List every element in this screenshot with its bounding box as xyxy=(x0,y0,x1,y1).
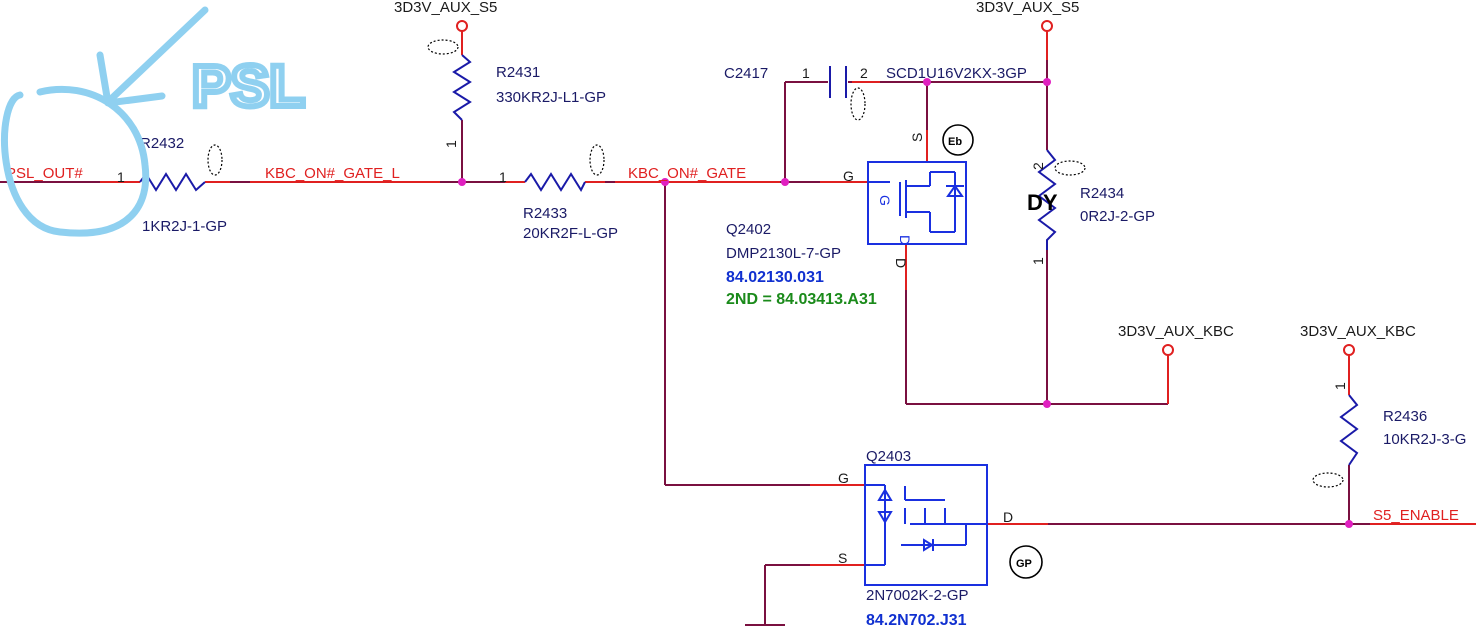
resistor-r2436: 1 R2436 10KR2J-3-G xyxy=(1312,382,1466,488)
q2402-part-number: 84.02130.031 xyxy=(726,269,824,286)
capacitor-c2417: 1 2 C2417 SCD1U16V2KX-3GP xyxy=(724,65,1027,121)
junctions xyxy=(458,78,1353,528)
power-label-aux-s5-right: 3D3V_AUX_S5 xyxy=(976,0,1079,16)
power-label-aux-kbc-1: 3D3V_AUX_KBC xyxy=(1118,323,1234,340)
annotation-psl-text: PSL xyxy=(192,54,305,119)
r2434-variant-dy: DY xyxy=(1027,190,1058,215)
resistor-r2433: 1 R2433 20KR2F-L-GP xyxy=(499,144,618,242)
handwritten-annotation: PSL xyxy=(1,6,308,237)
r2436-ref: R2436 xyxy=(1383,408,1427,425)
net-kbc-on-gate-l: KBC_ON#_GATE_L xyxy=(265,165,400,182)
svg-text:D: D xyxy=(897,235,913,245)
svg-text:1: 1 xyxy=(443,140,459,148)
svg-text:2: 2 xyxy=(860,65,868,81)
power-label-aux-s5-left: 3D3V_AUX_S5 xyxy=(394,0,497,16)
r2433-value: 20KR2F-L-GP xyxy=(523,225,618,242)
resistor-r2434: 2 1 R2434 0R2J-2-GP DY xyxy=(1027,149,1155,265)
mosfet-q2402: G D G S D Q2402 DMP2130L-7-GP 84.02130.0… xyxy=(726,124,974,308)
net-psl-out: PSL_OUT# xyxy=(6,165,83,182)
net-labels: PSL_OUT# KBC_ON#_GATE_L KBC_ON#_GATE S5_… xyxy=(6,165,1459,524)
resistor-r2431: 1 R2431 330KR2J-L1-GP xyxy=(427,39,606,148)
c2417-ref: C2417 xyxy=(724,65,768,82)
net-s5-enable: S5_ENABLE xyxy=(1373,507,1459,524)
svg-text:2: 2 xyxy=(1030,162,1046,170)
r2434-value: 0R2J-2-GP xyxy=(1080,208,1155,225)
r2433-ref: R2433 xyxy=(523,205,567,222)
q2403-pin-s: S xyxy=(838,550,847,566)
r2432-value: 1KR2J-1-GP xyxy=(142,218,227,235)
r2432-ref: R2432 xyxy=(140,135,184,152)
svg-text:1: 1 xyxy=(499,169,507,185)
q2403-pin-g: G xyxy=(838,470,849,486)
q2402-value: DMP2130L-7-GP xyxy=(726,245,841,262)
svg-text:1: 1 xyxy=(1030,257,1046,265)
q2402-pin-d: D xyxy=(893,258,909,268)
net-kbc-on-gate: KBC_ON#_GATE xyxy=(628,165,746,182)
svg-text:1: 1 xyxy=(802,65,810,81)
svg-text:1: 1 xyxy=(1332,382,1348,390)
q2402-ref: Q2402 xyxy=(726,221,771,238)
r2434-ref: R2434 xyxy=(1080,185,1124,202)
stamp-eb: Eb xyxy=(948,136,962,148)
q2402-pin-s: S xyxy=(909,133,925,142)
r2436-value: 10KR2J-3-G xyxy=(1383,431,1466,448)
annotation-circle xyxy=(1,85,150,237)
q2403-part-number: 84.2N702.J31 xyxy=(866,612,967,629)
power-label-aux-kbc-2: 3D3V_AUX_KBC xyxy=(1300,323,1416,340)
q2402-second-source: 2ND = 84.03413.A31 xyxy=(726,291,877,308)
q2403-pin-d: D xyxy=(1003,509,1013,525)
q2403-ref: Q2403 xyxy=(866,448,911,465)
c2417-value: SCD1U16V2KX-3GP xyxy=(886,65,1027,82)
power-symbols: 3D3V_AUX_S5 3D3V_AUX_S5 3D3V_AUX_KBC 3D3… xyxy=(394,0,1416,404)
resistor-r2432: 1 R2432 1KR2J-1-GP xyxy=(117,135,227,235)
q2402-pin-g: G xyxy=(843,168,854,184)
arrow-icon xyxy=(106,6,209,104)
r2431-value: 330KR2J-L1-GP xyxy=(496,89,606,106)
svg-text:1: 1 xyxy=(117,169,125,185)
q2403-value: 2N7002K-2-GP xyxy=(866,587,969,604)
stamp-gp: GP xyxy=(1016,558,1032,570)
svg-text:G: G xyxy=(877,195,893,206)
mosfet-q2403: G S D Q2403 2N7002K-2-GP 84.2N702.J31 GP xyxy=(838,448,1043,629)
r2431-ref: R2431 xyxy=(496,64,540,81)
